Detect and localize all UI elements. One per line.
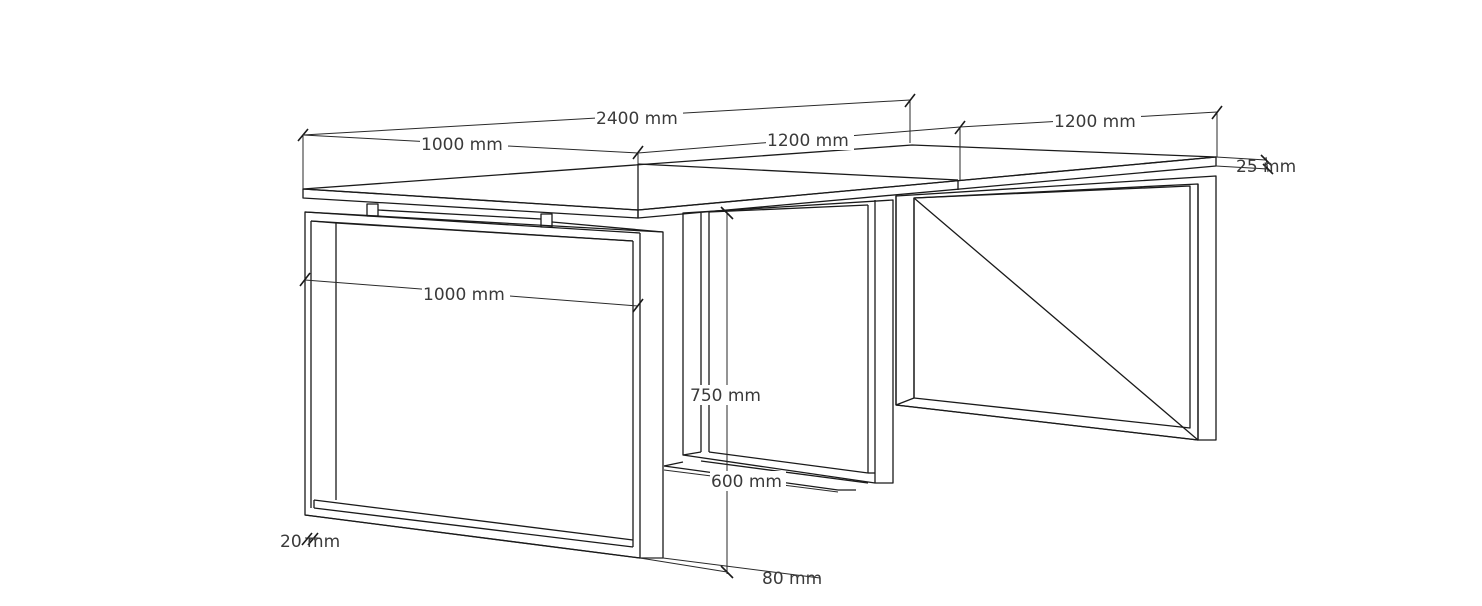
label-leg-depth: 1000 mm [423, 285, 505, 305]
dimension-lines [297, 93, 1274, 579]
label-height: 750 mm [690, 386, 761, 406]
right-leg-frame [895, 175, 1217, 441]
table-top [302, 144, 1217, 219]
dimension-labels: 2400 mm 1000 mm 1200 mm 1200 mm 25 mm 10… [280, 108, 1296, 589]
label-middle-span: 1200 mm [767, 131, 849, 151]
label-leg-inner-width: 600 mm [711, 472, 782, 492]
middle-leg-frame [663, 199, 894, 491]
label-frame-profile: 20 mm [280, 532, 340, 552]
label-total-length: 2400 mm [596, 109, 678, 129]
label-top-thickness: 25 mm [1236, 157, 1296, 177]
label-right-span: 1200 mm [1054, 112, 1136, 132]
label-leg-width: 80 mm [762, 569, 822, 589]
label-left-depth: 1000 mm [421, 135, 503, 155]
left-leg-frame [304, 203, 664, 559]
